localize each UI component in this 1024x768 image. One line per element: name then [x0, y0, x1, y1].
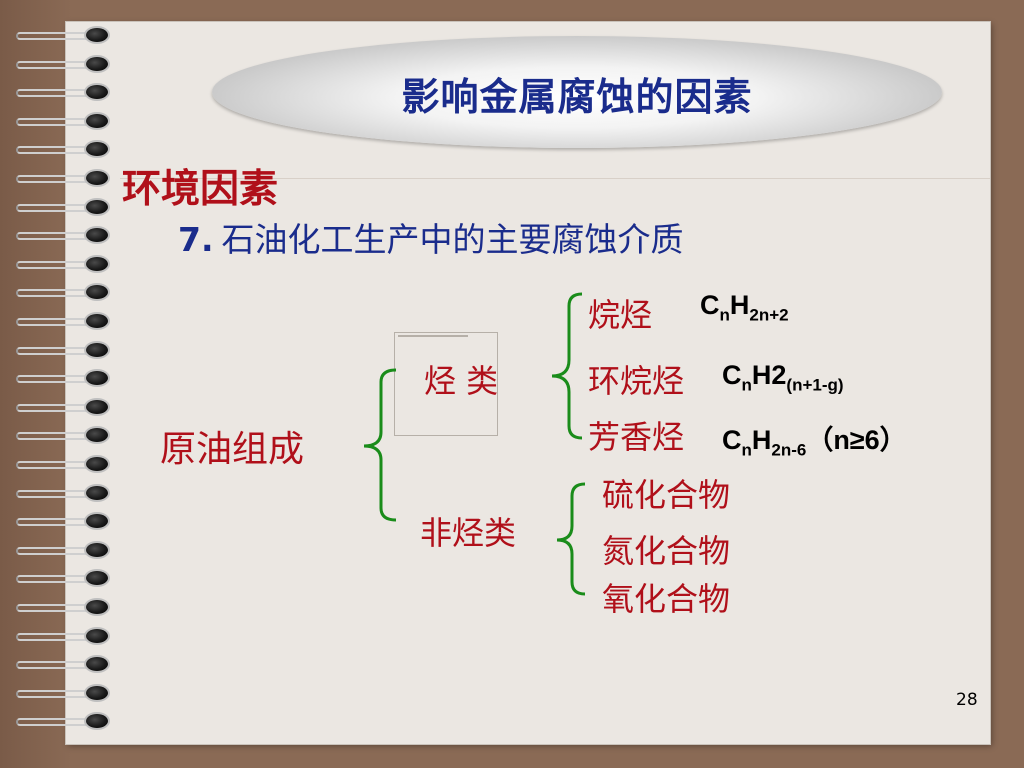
spiral-ring: [16, 169, 112, 189]
spiral-ring: [16, 712, 112, 732]
spiral-ring: [16, 26, 112, 46]
ring-hole: [86, 685, 108, 700]
ring-wire: [16, 632, 92, 641]
spiral-ring: [16, 426, 112, 446]
alkane-formula: CnH2n+2: [700, 290, 789, 325]
spiral-ring: [16, 512, 112, 532]
spiral-ring: [16, 341, 112, 361]
ring-wire: [16, 575, 92, 584]
ring-hole: [86, 600, 108, 614]
ring-hole: [86, 399, 108, 414]
ring-wire: [16, 718, 92, 727]
ring-wire: [16, 604, 92, 612]
ring-wire: [16, 318, 92, 326]
ring-hole: [86, 628, 108, 643]
section-heading: 环境因素: [122, 167, 279, 212]
hydrocarbons-label: 烃 类: [424, 362, 499, 400]
divider: [120, 178, 990, 179]
ring-hole: [86, 485, 108, 500]
ring-wire: [16, 432, 92, 441]
ring-hole: [86, 571, 108, 586]
ring-hole: [86, 285, 108, 300]
subtitle-text: 石油化工生产中的主要腐蚀介质: [221, 220, 684, 259]
spiral-ring: [16, 198, 112, 218]
cycloalkane-label: 环烷烃: [588, 362, 685, 400]
spiral-ring: [16, 255, 112, 275]
aromatic-label: 芳香烃: [588, 418, 685, 456]
ring-wire: [16, 117, 92, 126]
subtitle: 7.石油化工生产中的主要腐蚀介质: [178, 213, 684, 261]
ring-wire: [16, 203, 92, 212]
spiral-ring: [16, 369, 112, 389]
ring-wire: [16, 375, 92, 384]
ring-hole: [86, 657, 108, 672]
ring-hole: [86, 199, 108, 214]
spiral-ring: [16, 684, 112, 704]
ring-hole: [86, 113, 108, 128]
ring-wire: [16, 403, 92, 412]
slide-title: 影响金属腐蚀的因素: [401, 75, 753, 119]
spiral-ring: [16, 398, 112, 418]
ring-hole: [86, 542, 108, 557]
ring-hole: [86, 171, 108, 185]
ring-wire: [16, 346, 92, 355]
sulfur-compounds-label: 硫化合物: [602, 476, 731, 514]
ring-wire: [16, 661, 92, 670]
tree-root-label: 原油组成: [160, 429, 305, 470]
ring-wire: [16, 689, 92, 698]
spiral-ring: [16, 140, 112, 160]
ring-wire: [16, 32, 92, 40]
spiral-binding: [0, 26, 120, 746]
non-hydrocarbons-label: 非烃类: [420, 514, 517, 552]
ring-hole: [86, 514, 108, 529]
ring-hole: [86, 342, 108, 357]
ring-hole: [86, 56, 108, 71]
cycloalkane-formula: CnH2(n+1-g): [722, 360, 844, 395]
spiral-ring: [16, 541, 112, 561]
ring-hole: [86, 85, 108, 100]
ring-wire: [16, 146, 92, 155]
ring-wire: [16, 461, 92, 469]
spiral-ring: [16, 569, 112, 589]
spiral-ring: [16, 83, 112, 103]
ring-wire: [16, 89, 92, 98]
ring-hole: [86, 314, 108, 328]
ring-wire: [16, 175, 92, 183]
alkane-label: 烷烃: [588, 296, 653, 334]
nitrogen-compounds-label: 氮化合物: [602, 532, 731, 570]
spiral-ring: [16, 55, 112, 75]
ring-wire: [16, 546, 92, 555]
spiral-ring: [16, 598, 112, 618]
image-caption-line: [398, 335, 468, 337]
spiral-ring: [16, 655, 112, 675]
title-banner: [212, 36, 942, 148]
ring-wire: [16, 232, 92, 241]
page-number: 28: [956, 690, 978, 710]
ring-wire: [16, 60, 92, 69]
spiral-ring: [16, 312, 112, 332]
ring-wire: [16, 289, 92, 298]
ring-hole: [86, 457, 108, 471]
spiral-ring: [16, 455, 112, 475]
ring-hole: [86, 142, 108, 157]
ring-hole: [86, 428, 108, 443]
spiral-ring: [16, 484, 112, 504]
ring-wire: [16, 489, 92, 498]
oxygen-compounds-label: 氧化合物: [602, 580, 731, 618]
aromatic-formula: CnH2n-6（n≥6）: [722, 425, 907, 460]
spiral-ring: [16, 112, 112, 132]
ring-hole: [86, 714, 108, 729]
spiral-ring: [16, 627, 112, 647]
ring-hole: [86, 256, 108, 271]
subtitle-number: 7.: [178, 220, 214, 259]
ring-wire: [16, 518, 92, 527]
ring-wire: [16, 260, 92, 269]
ring-hole: [86, 371, 108, 386]
spiral-ring: [16, 226, 112, 246]
ring-hole: [86, 28, 108, 42]
spiral-ring: [16, 283, 112, 303]
ring-hole: [86, 228, 108, 243]
